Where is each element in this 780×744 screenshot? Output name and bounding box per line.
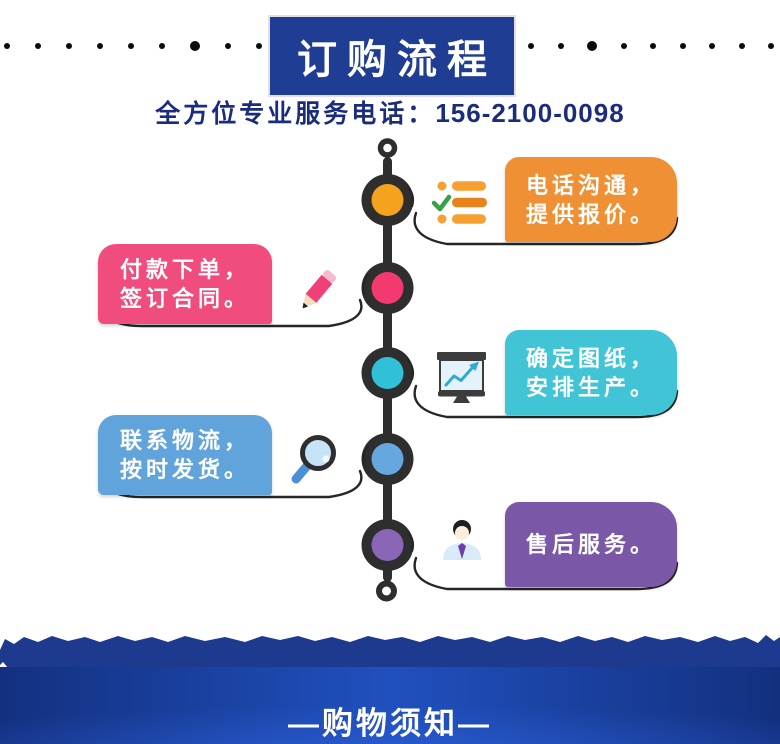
phone-label: 全方位专业服务电话：: [155, 100, 436, 128]
dotted-line-left: [4, 40, 262, 52]
step-text: 确定图纸，: [525, 345, 656, 371]
service-phone-line: 全方位专业服务电话：156-2100-0098: [0, 94, 780, 130]
presentation-icon: [437, 352, 486, 403]
dotted-line-right: [528, 40, 774, 52]
dot: [557, 43, 564, 49]
dot: [97, 43, 103, 49]
timeline-node-3: [371, 357, 404, 389]
timeline: [361, 138, 414, 602]
dot: [587, 41, 597, 51]
callout-tail-step-3: [406, 358, 415, 381]
dot: [738, 43, 745, 49]
timeline-node-2: [371, 272, 404, 304]
step-box-aftersales: 售后服务。: [505, 502, 677, 587]
dot: [66, 43, 72, 49]
dot: [528, 43, 534, 49]
dot: [650, 43, 656, 49]
callout-tail-step-4: [361, 444, 370, 467]
callout-tail-step-5: [406, 530, 415, 553]
pencil-icon: [302, 270, 337, 309]
timeline-node-4: [371, 443, 404, 475]
dot: [679, 43, 686, 49]
callout-tail-step-1: [406, 185, 415, 208]
step-box-quote: 电话沟通， 提供报价。: [505, 157, 677, 242]
section-title-banner: 订购流程: [268, 15, 516, 97]
dot: [35, 43, 41, 49]
dot: [768, 43, 774, 49]
step-text: 售后服务。: [525, 532, 656, 557]
timeline-end-ring: [376, 580, 397, 602]
brush-stroke-band: [0, 635, 780, 668]
page-title: 订购流程: [297, 38, 497, 82]
dot: [159, 43, 165, 49]
footer-panel: —购物须知—: [0, 667, 780, 744]
person-icon: [443, 520, 481, 560]
step-text: 安排生产。: [525, 374, 656, 400]
dot: [709, 43, 715, 49]
step-text: 签订合同。: [119, 286, 250, 311]
step-text: 提供报价。: [525, 201, 656, 227]
dot: [225, 43, 231, 49]
checklist-icon: [432, 181, 487, 224]
step-text: 联系物流，: [119, 428, 250, 453]
dot: [256, 43, 262, 49]
phone-number: 156-2100-0098: [435, 98, 625, 128]
dot: [620, 43, 627, 49]
timeline-node-5: [371, 529, 404, 561]
footer-banner-text: —购物须知—: [288, 706, 492, 741]
step-text: 付款下单，: [119, 257, 250, 282]
dot: [190, 41, 200, 51]
step-box-shipping: 联系物流， 按时发货。: [98, 415, 272, 495]
step-box-order: 付款下单， 签订合同。: [98, 244, 272, 324]
callout-tail-step-2: [361, 273, 370, 296]
timeline-node-1: [371, 184, 404, 216]
dot: [4, 43, 10, 49]
step-box-production: 确定图纸， 安排生产。: [505, 330, 677, 415]
dot: [128, 43, 134, 49]
step-text: 按时发货。: [119, 457, 250, 482]
magnifier-icon: [291, 435, 336, 484]
timeline-start-ring: [377, 138, 398, 158]
step-text: 电话沟通，: [525, 172, 656, 198]
